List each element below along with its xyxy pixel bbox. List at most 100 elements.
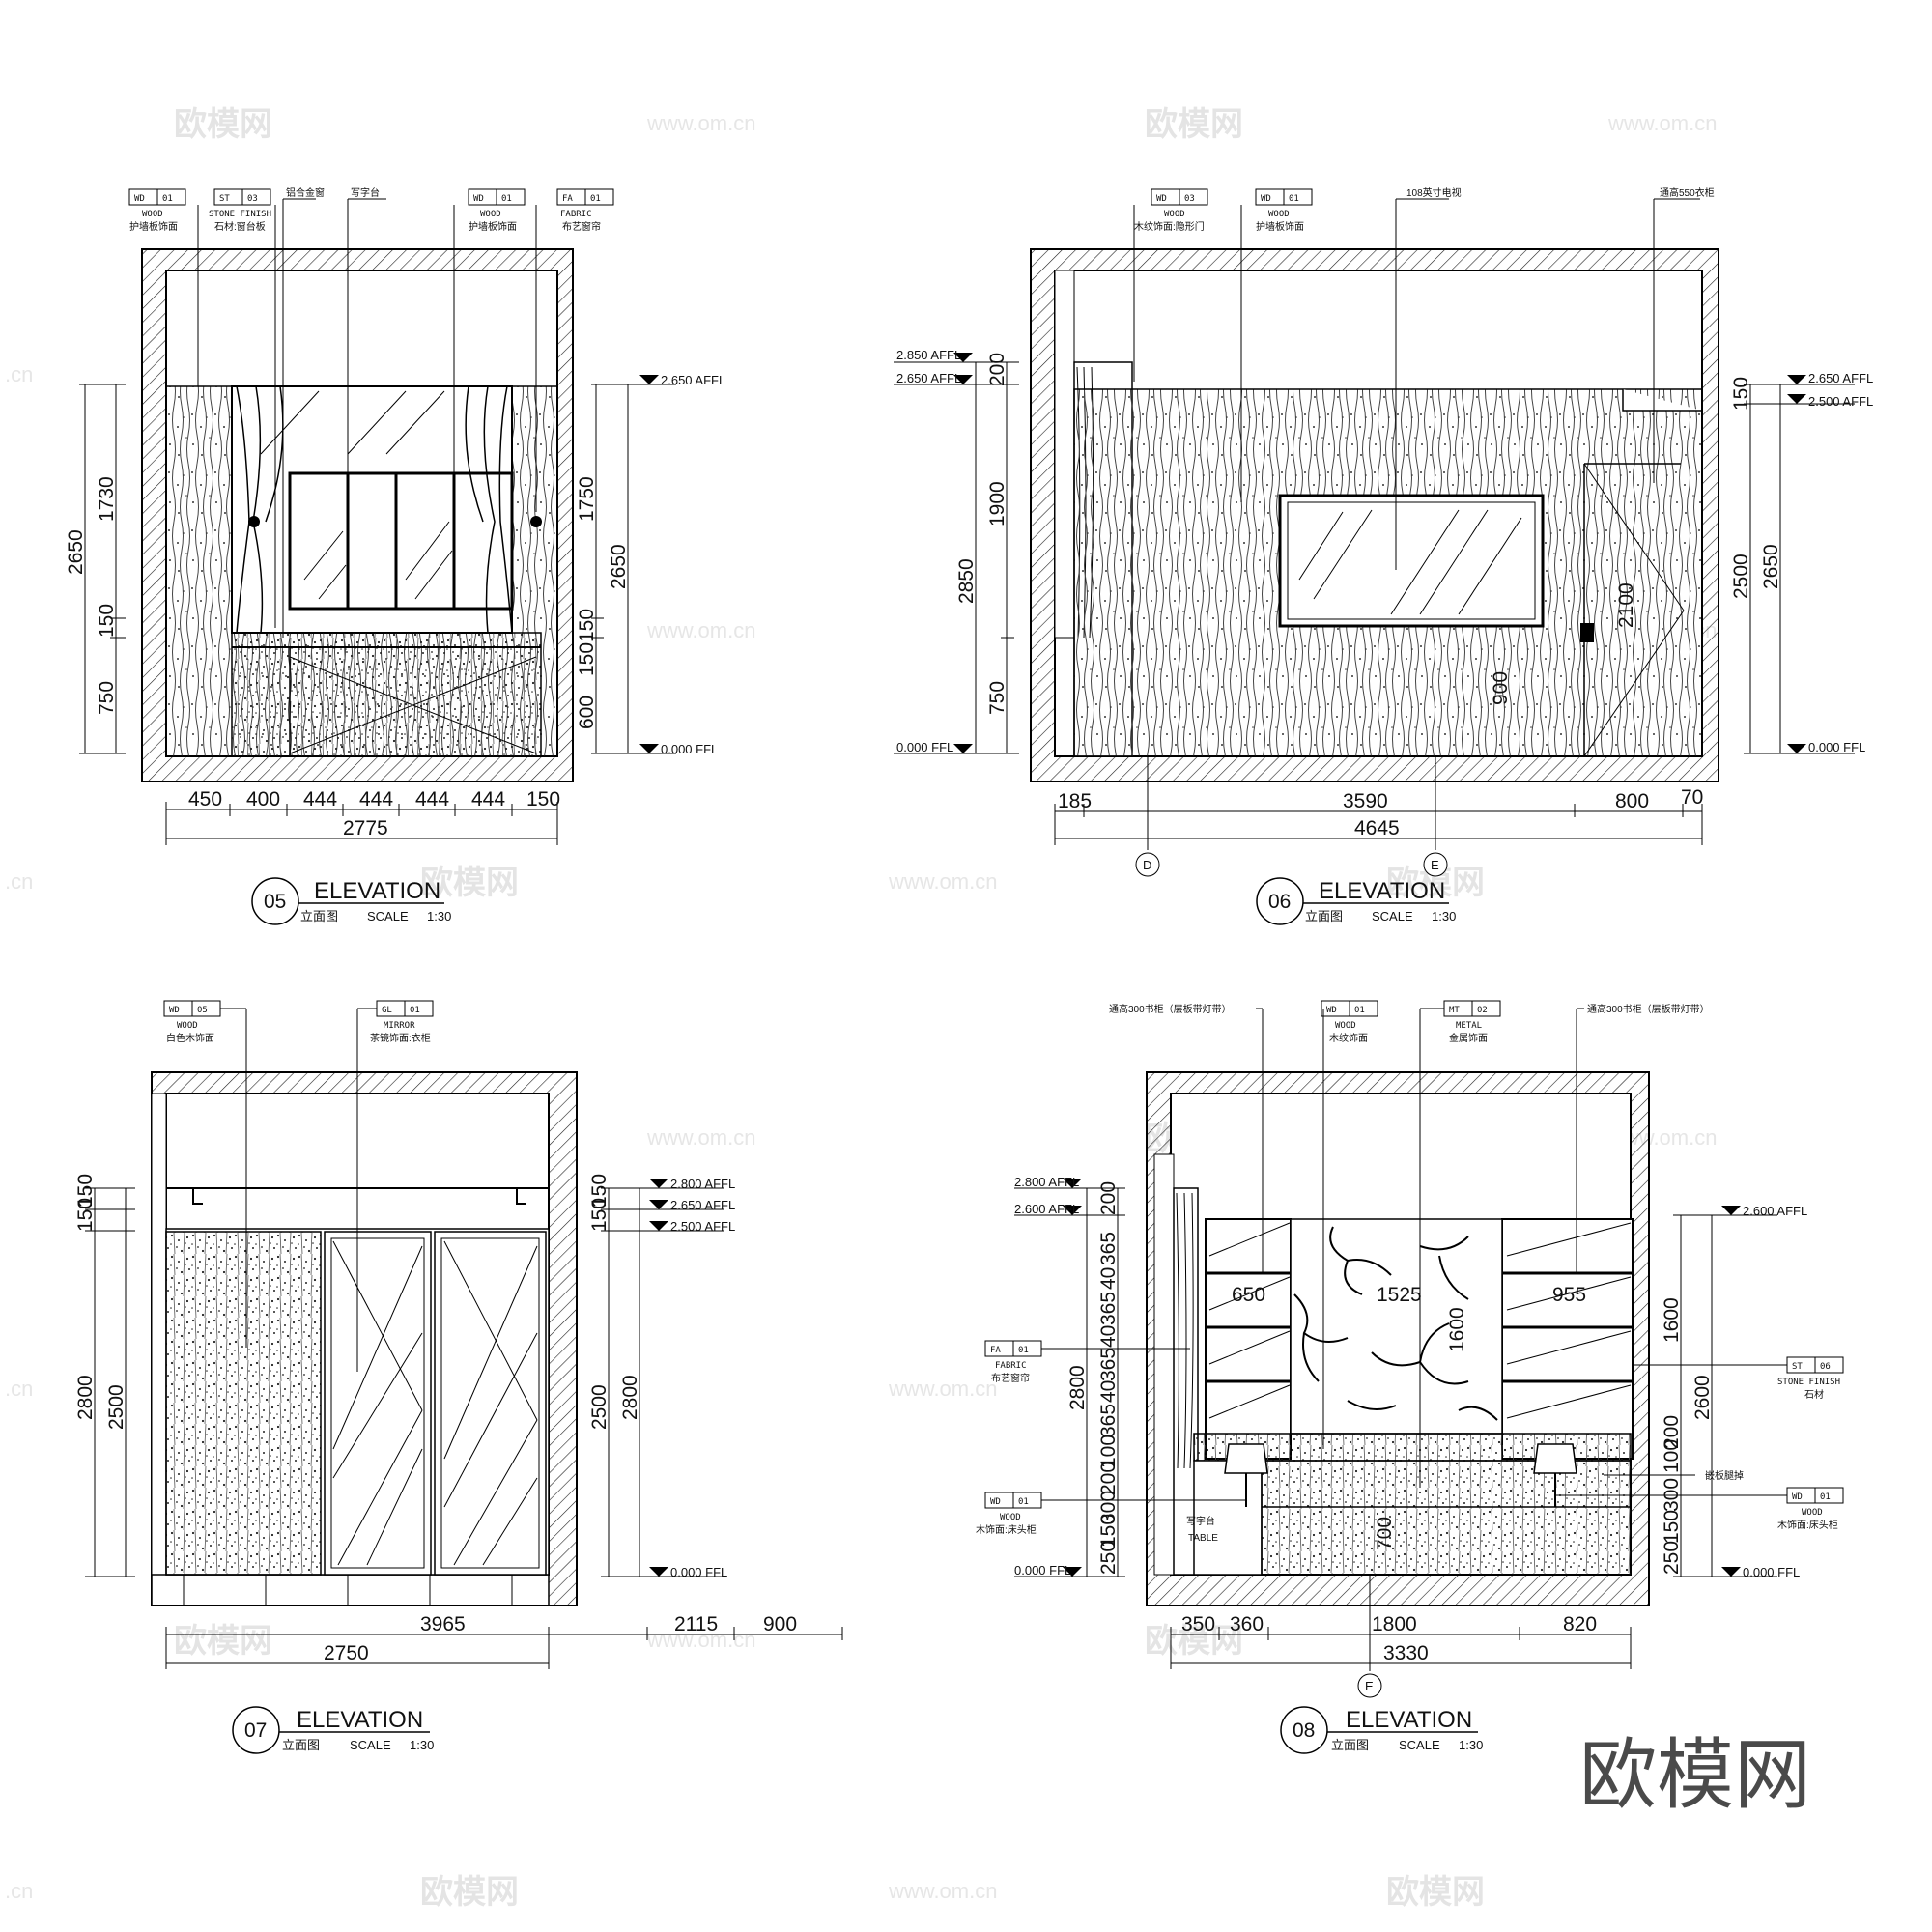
dimension-lines-bottom bbox=[1054, 756, 1703, 850]
dim-right: 200 bbox=[1661, 1415, 1683, 1449]
label-text: SCALE bbox=[1372, 909, 1413, 923]
dim-bottom: 70 bbox=[1681, 786, 1703, 809]
dim-bottom: 800 bbox=[1615, 790, 1649, 812]
level-marker bbox=[1721, 1206, 1741, 1215]
label-text: WOOD bbox=[1268, 210, 1290, 219]
dim-left: 365 bbox=[1097, 1348, 1120, 1381]
level-label: 2.800 AFFL bbox=[1014, 1175, 1079, 1189]
bookshelf-right bbox=[1501, 1218, 1634, 1460]
watermark-url: www.om.cn bbox=[646, 1125, 755, 1150]
dim-left: 365 bbox=[1097, 1404, 1120, 1437]
dim-bottom: 350 bbox=[1181, 1613, 1215, 1635]
dim-total: 2750 bbox=[324, 1642, 369, 1664]
label-text: MIRROR bbox=[384, 1021, 415, 1031]
level-marker bbox=[649, 1567, 668, 1577]
title-text: ELEVATION bbox=[1346, 1707, 1472, 1733]
callout-note: 通高300书柜（层板带灯带） bbox=[1109, 1003, 1264, 1273]
grid-marker bbox=[1357, 1673, 1382, 1698]
dim-inner: 1600 bbox=[1446, 1307, 1468, 1352]
dim-left: 1730 bbox=[96, 476, 118, 522]
dim-left: 250 bbox=[1097, 1541, 1120, 1575]
label-text: 立面图 bbox=[282, 1738, 320, 1752]
level-marker bbox=[1787, 744, 1806, 753]
dim-right: 2500 bbox=[588, 1384, 611, 1430]
callout-note: 通高300书柜（层板带灯带） bbox=[1576, 1003, 1710, 1273]
door-handle bbox=[1580, 623, 1594, 642]
dim-left: 40 bbox=[1097, 1325, 1120, 1348]
level-label: 0.000 FFL bbox=[1743, 1565, 1800, 1579]
drawing-number: 08 bbox=[1293, 1719, 1315, 1742]
dim-left: 150 bbox=[1097, 1514, 1120, 1548]
label-text: 石材 bbox=[1804, 1388, 1824, 1401]
level-label: 2.650 AFFL bbox=[1808, 371, 1873, 385]
dim-left: 200 bbox=[1097, 1181, 1120, 1215]
label-text: WOOD bbox=[480, 210, 501, 219]
level-marker bbox=[953, 353, 973, 362]
label-text: 石材:窗台板 bbox=[214, 220, 266, 233]
label-text: 03 bbox=[1184, 194, 1195, 204]
watermark-brand: 欧模网 bbox=[1145, 106, 1243, 143]
label-text: GL bbox=[382, 1006, 392, 1015]
dim-left: 200 bbox=[986, 353, 1009, 386]
level-marker bbox=[639, 744, 659, 753]
title-text: ELEVATION bbox=[1319, 878, 1445, 904]
title-text: ELEVATION bbox=[297, 1707, 423, 1733]
dim-left: 40 bbox=[1097, 1380, 1120, 1403]
label-text: 1:30 bbox=[1432, 909, 1456, 923]
drawing-number: 06 bbox=[1268, 891, 1291, 913]
dim-left: 2500 bbox=[105, 1384, 128, 1430]
level-marker bbox=[1787, 394, 1806, 404]
dim-left: 750 bbox=[96, 681, 118, 715]
dim-inner: 2100 bbox=[1615, 582, 1637, 628]
label-text: 通高550衣柜 bbox=[1660, 186, 1715, 199]
dim-bottom: 450 bbox=[188, 788, 222, 810]
dim-right: 150 bbox=[576, 642, 598, 676]
label-text: WOOD bbox=[1164, 210, 1185, 219]
label-text: 通高300书柜（层板带灯带） bbox=[1109, 1003, 1232, 1015]
callout-note: 嵌板腿掉 bbox=[1604, 1469, 1744, 1482]
dim-left: 150 bbox=[74, 1174, 97, 1208]
bookshelf-left bbox=[1205, 1218, 1292, 1460]
label-text: 05 bbox=[197, 1006, 208, 1015]
dim-left: 2800 bbox=[74, 1375, 97, 1420]
level-label: 2.600 AFFL bbox=[1743, 1204, 1807, 1218]
label-text: 布艺窗帘 bbox=[991, 1372, 1030, 1384]
label-text: 06 bbox=[1820, 1362, 1831, 1372]
level-label: 2.500 AFFL bbox=[1808, 394, 1873, 409]
dim-inner: 700 bbox=[1374, 1517, 1396, 1550]
label-text: 02 bbox=[1477, 1006, 1488, 1015]
label-text: WD bbox=[990, 1497, 1001, 1507]
dim-left: 365 bbox=[1097, 1292, 1120, 1325]
level-label: 2.500 AFFL bbox=[670, 1219, 735, 1234]
dim-right: 150 bbox=[576, 609, 598, 642]
dimension-lines-left bbox=[85, 1187, 135, 1577]
label-text: 01 bbox=[1289, 194, 1299, 204]
brand-logo-text: 欧模网 bbox=[1579, 1730, 1811, 1820]
dim-inner: 1525 bbox=[1377, 1284, 1422, 1306]
drawing-number: 05 bbox=[264, 891, 286, 913]
label-text: WD bbox=[1156, 194, 1167, 204]
table-label: 写字台 bbox=[1186, 1515, 1215, 1527]
label-text: 金属饰面 bbox=[1449, 1032, 1488, 1044]
label-text: SCALE bbox=[1399, 1738, 1440, 1752]
grid-marker bbox=[1423, 852, 1448, 877]
level-label: 2.800 AFFL bbox=[670, 1177, 735, 1191]
label-text: WD bbox=[1792, 1492, 1803, 1502]
level-marker bbox=[649, 1200, 668, 1209]
watermark-brand: 欧模网 bbox=[174, 1623, 272, 1660]
level-label: 2.650 AFFL bbox=[661, 373, 725, 387]
label-text: WOOD bbox=[1000, 1513, 1021, 1522]
dim-inner: 650 bbox=[1232, 1284, 1265, 1306]
watermark-url: www.om.cn bbox=[646, 618, 755, 642]
level-label: 2.650 AFFL bbox=[896, 371, 961, 385]
dimension-lines-bottom bbox=[165, 1627, 843, 1669]
callout-note: 108英寸电视 bbox=[1395, 186, 1462, 570]
